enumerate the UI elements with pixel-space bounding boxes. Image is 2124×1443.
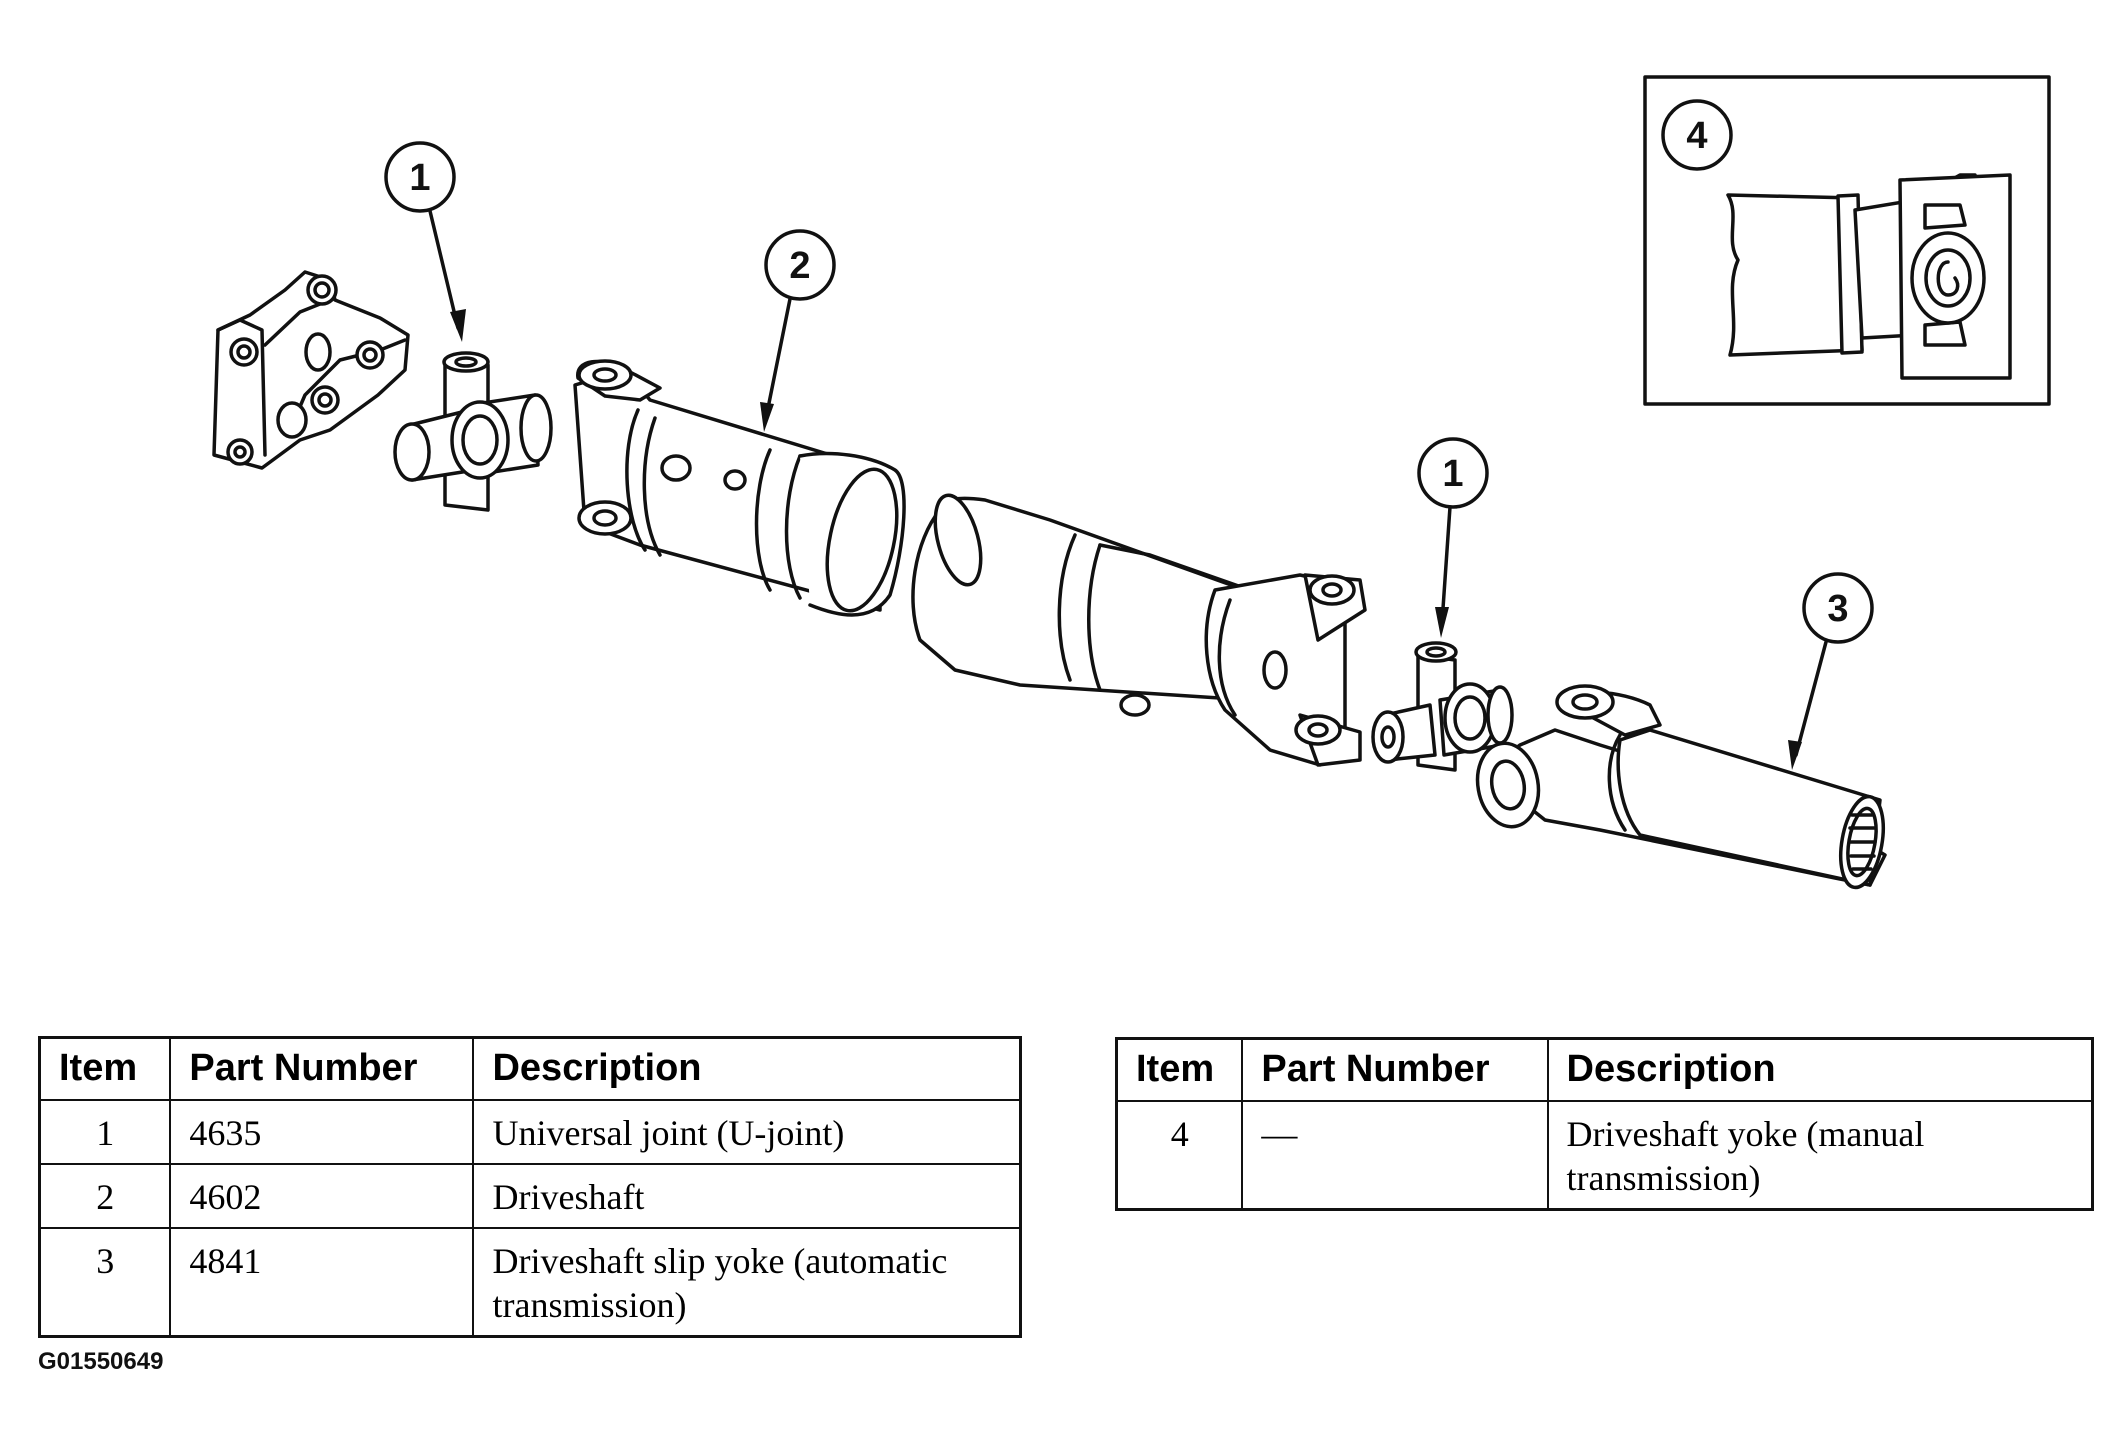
- callout-label: 1: [1442, 453, 1463, 495]
- cell-description: Driveshaft: [472, 1163, 1022, 1229]
- cell-part-number: 4841: [169, 1227, 475, 1338]
- cell-description: Driveshaft slip yoke (automatic transmis…: [472, 1227, 1022, 1338]
- driveshaft-front-section: [573, 359, 906, 617]
- header-item: Item: [1115, 1037, 1244, 1102]
- callout-2: 2: [760, 229, 836, 432]
- header-description: Description: [1546, 1037, 2094, 1102]
- cell-description: Driveshaft yoke (manual transmission): [1546, 1100, 2094, 1211]
- cell-item: 1: [38, 1099, 172, 1165]
- cell-item: 3: [38, 1227, 172, 1338]
- figure-code: G01550649: [38, 1348, 164, 1375]
- parts-table-right: Item Part Number Description 4 — Drivesh…: [1115, 1037, 2094, 1211]
- callout-3: 3: [1788, 572, 1874, 770]
- callout-4: 4: [1661, 99, 1733, 171]
- cell-part-number: 4602: [169, 1163, 475, 1229]
- table-row: 3 4841 Driveshaft slip yoke (automatic t…: [38, 1227, 1022, 1338]
- flange-yoke: [212, 270, 410, 470]
- cell-item: 2: [38, 1163, 172, 1229]
- header-part-number: Part Number: [169, 1036, 475, 1101]
- table-row: 2 4602 Driveshaft: [38, 1163, 1022, 1229]
- callout-1-right: 1: [1417, 437, 1489, 638]
- table-row: 4 — Driveshaft yoke (manual transmission…: [1115, 1100, 2094, 1211]
- callout-label: 2: [789, 245, 810, 287]
- cell-item: 4: [1115, 1100, 1244, 1211]
- table-header-row: Item Part Number Description: [38, 1036, 1022, 1101]
- header-part-number: Part Number: [1241, 1037, 1549, 1102]
- table-header-row: Item Part Number Description: [1115, 1037, 2094, 1102]
- callout-label: 1: [409, 157, 430, 199]
- cell-part-number: —: [1241, 1100, 1549, 1211]
- header-description: Description: [472, 1036, 1022, 1101]
- u-joint-left: [393, 351, 553, 512]
- cell-description: Universal joint (U-joint): [472, 1099, 1022, 1165]
- parts-table-left: Item Part Number Description 1 4635 Univ…: [38, 1036, 1022, 1338]
- callout-label: 3: [1827, 588, 1848, 630]
- callout-label: 4: [1686, 115, 1707, 157]
- header-item: Item: [38, 1036, 172, 1101]
- driveshaft-rear-section: [911, 493, 1367, 767]
- callout-1-left: 1: [384, 141, 466, 342]
- cell-part-number: 4635: [169, 1099, 475, 1165]
- u-joint-right: [1371, 641, 1514, 772]
- table-row: 1 4635 Universal joint (U-joint): [38, 1099, 1022, 1165]
- slip-yoke: [1475, 684, 1887, 890]
